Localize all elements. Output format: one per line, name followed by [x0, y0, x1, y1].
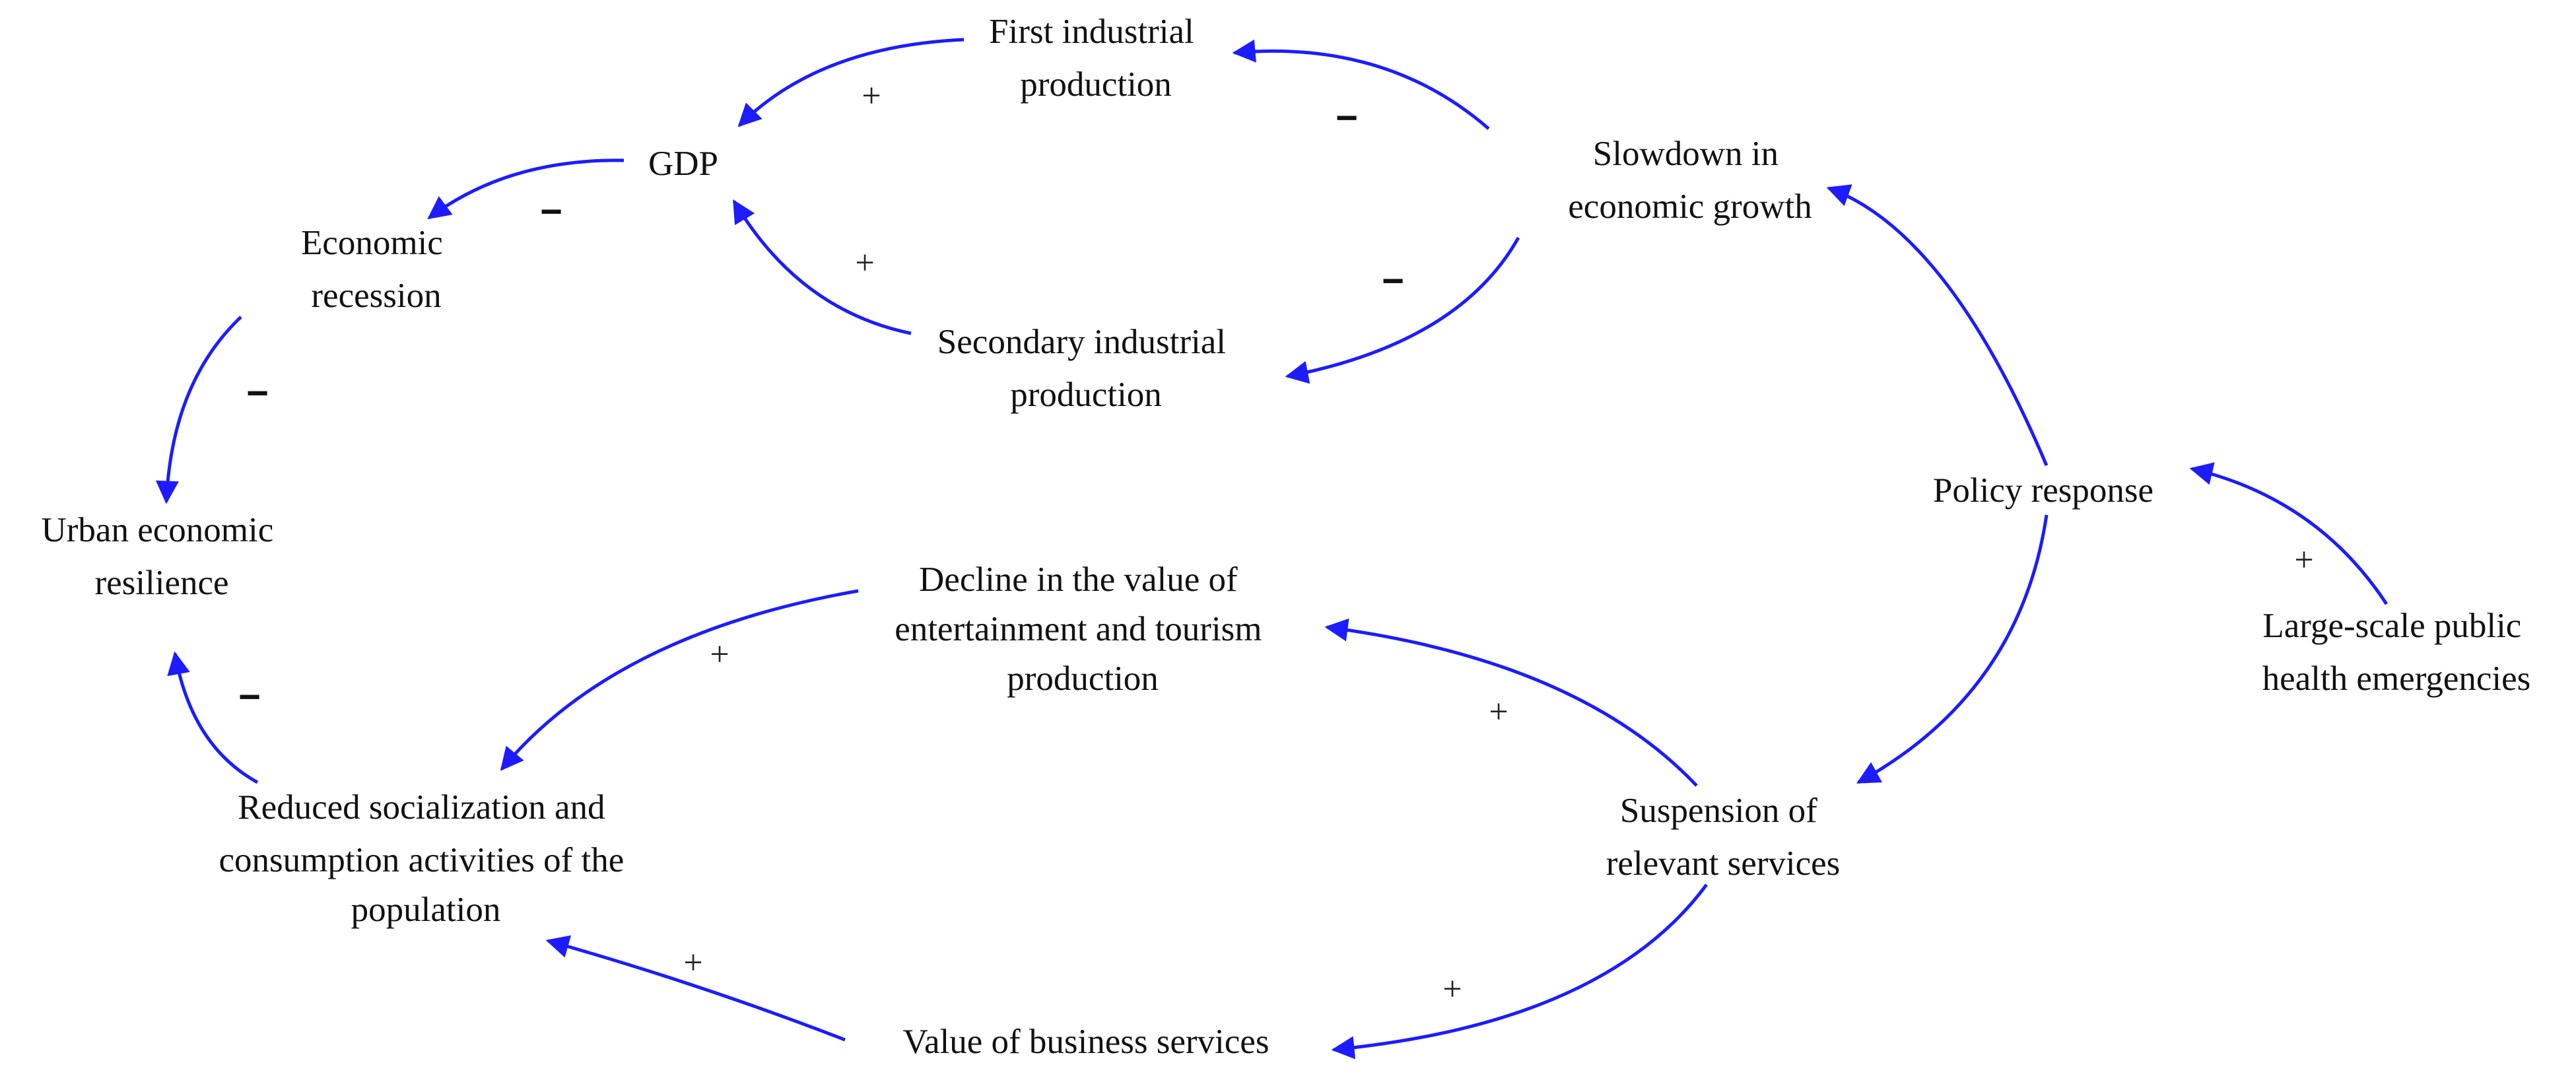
polarity-decline-entertainment-reduced-socialization: + — [710, 636, 729, 673]
node-first-industrial-production: First industrial production — [989, 13, 1203, 104]
link-slowdown-to-first-industrial — [1232, 39, 1490, 130]
polarity-large-scale-policy-response: + — [2294, 541, 2313, 579]
polarity-economic-recession-urban-resilience: − — [246, 372, 269, 415]
link-layer — [155, 38, 2389, 1060]
link-decline-entertainment-to-reduced-socialization — [500, 589, 859, 771]
polarity-first-industrial-gdp: + — [862, 77, 881, 115]
polarity-layer: − + − + − − + + + − + + — [238, 77, 2314, 1008]
link-reduced-socialization-to-urban-resilience — [167, 651, 259, 784]
link-gdp-to-economic-recession — [427, 158, 625, 220]
polarity-slowdown-first-industrial: − — [1336, 96, 1358, 139]
link-policy-response-to-slowdown — [1826, 184, 2049, 466]
polarity-gdp-economic-recession: − — [540, 190, 562, 233]
polarity-business-services-reduced-socialization: + — [683, 944, 702, 982]
node-value-of-business-services: Value of business services — [903, 1023, 1270, 1061]
link-business-services-to-reduced-socialization — [545, 935, 846, 1042]
node-suspension-of-relevant-services: Suspension of relevant services — [1606, 792, 1841, 883]
link-policy-response-to-suspension — [1856, 514, 2049, 784]
node-secondary-industrial-production: Secondary industrial production — [937, 323, 1235, 414]
polarity-slowdown-secondary-industrial: − — [1382, 259, 1404, 302]
node-gdp: GDP — [648, 145, 718, 183]
link-slowdown-to-secondary-industrial — [1285, 236, 1520, 384]
node-large-scale-public-health-emergencies: Large-scale public health emergencies — [2262, 607, 2531, 698]
polarity-suspension-decline-entertainment: + — [1489, 693, 1508, 731]
node-policy-response: Policy response — [1933, 471, 2153, 510]
link-suspension-to-business-services — [1331, 883, 1709, 1060]
link-secondary-industrial-to-gdp — [732, 199, 912, 335]
polarity-secondary-industrial-gdp: + — [855, 244, 874, 282]
node-decline-in-entertainment-tourism: Decline in the value of entertainment an… — [895, 561, 1271, 698]
node-economic-recession: Economic recession — [301, 224, 452, 315]
link-first-industrial-to-gdp — [737, 38, 965, 127]
polarity-reduced-socialization-urban-resilience: − — [238, 675, 261, 718]
node-slowdown-in-economic-growth: Slowdown in economic growth — [1568, 135, 1812, 226]
link-large-scale-to-policy-response — [2189, 462, 2389, 605]
node-urban-economic-resilience: Urban economic resilience — [42, 511, 283, 602]
node-layer: First industrial production GDP Slowdown… — [42, 13, 2531, 1061]
node-reduced-socialization-consumption: Reduced socialization and consumption ac… — [219, 788, 632, 929]
link-economic-recession-to-urban-resilience — [155, 316, 242, 504]
polarity-suspension-business-services: + — [1442, 970, 1462, 1008]
link-suspension-to-decline-entertainment — [1324, 618, 1698, 787]
